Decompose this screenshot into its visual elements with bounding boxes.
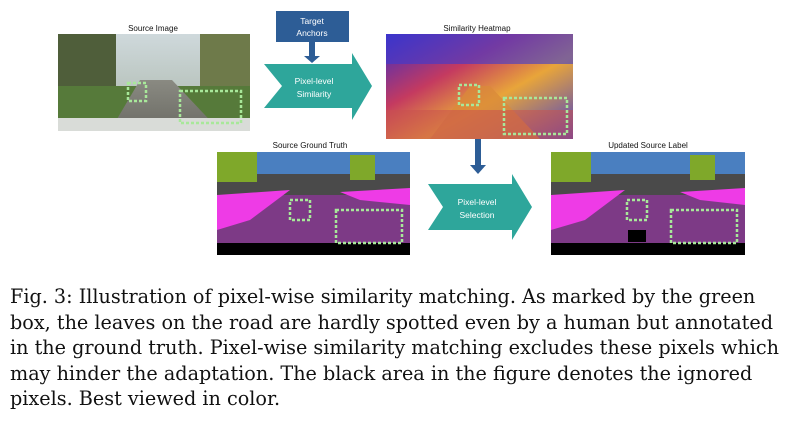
ground-truth-green-box-large (334, 208, 404, 245)
pixel-similarity-line2: Similarity (297, 89, 332, 99)
caption-line: Fig. 3: Illustration of pixel-wise simil… (10, 285, 756, 308)
updated-source-label-panel: Updated Source Label (551, 141, 745, 255)
source-image-panel: Source Image (58, 24, 250, 131)
heatmap-down-arrow (470, 139, 486, 174)
similarity-heatmap-panel: Similarity Heatmap (386, 24, 573, 139)
caption-line: in the ground truth. Pixel-wise similari… (10, 336, 780, 359)
source-image-title: Source Image (128, 24, 178, 33)
source-image-green-box-small (126, 81, 148, 103)
heatmap-green-box-small (457, 83, 481, 107)
figure: Source Image Target Anchors Pixel-level … (58, 11, 745, 255)
target-anchors-box: Target Anchors (276, 11, 349, 63)
pixel-selection-arrow: Pixel-level Selection (428, 174, 532, 240)
heatmap-green-box-large (502, 96, 569, 136)
target-anchors-line2: Anchors (296, 28, 327, 38)
target-anchors-arrow-shaft (309, 42, 315, 58)
pixel-similarity-line1: Pixel-level (295, 76, 334, 86)
updated-label-green-box-small (625, 198, 649, 222)
ground-truth-green-box-small (288, 198, 312, 222)
caption-line: box, the leaves on the road are hardly s… (10, 310, 773, 334)
target-anchors-arrow-head (304, 56, 320, 63)
ignored-pixels-blob (628, 230, 646, 242)
pixel-selection-line1: Pixel-level (458, 197, 497, 207)
pixel-selection-line2: Selection (460, 210, 495, 220)
target-anchors-line1: Target (300, 16, 324, 26)
similarity-heatmap-title: Similarity Heatmap (443, 24, 511, 33)
updated-label-green-box-large (669, 208, 739, 245)
source-image-green-box-large (178, 89, 243, 125)
updated-source-label-title: Updated Source Label (608, 141, 688, 150)
source-ground-truth-title: Source Ground Truth (273, 141, 348, 150)
figure-caption: Fig. 3: Illustration of pixel-wise simil… (10, 284, 794, 412)
source-ground-truth-panel: Source Ground Truth (217, 141, 410, 255)
pixel-similarity-arrow: Pixel-level Similarity (264, 53, 372, 120)
caption-line: pixels. Best viewed in color. (10, 387, 281, 410)
caption-line: may hinder the adaptation. The black are… (10, 361, 753, 385)
